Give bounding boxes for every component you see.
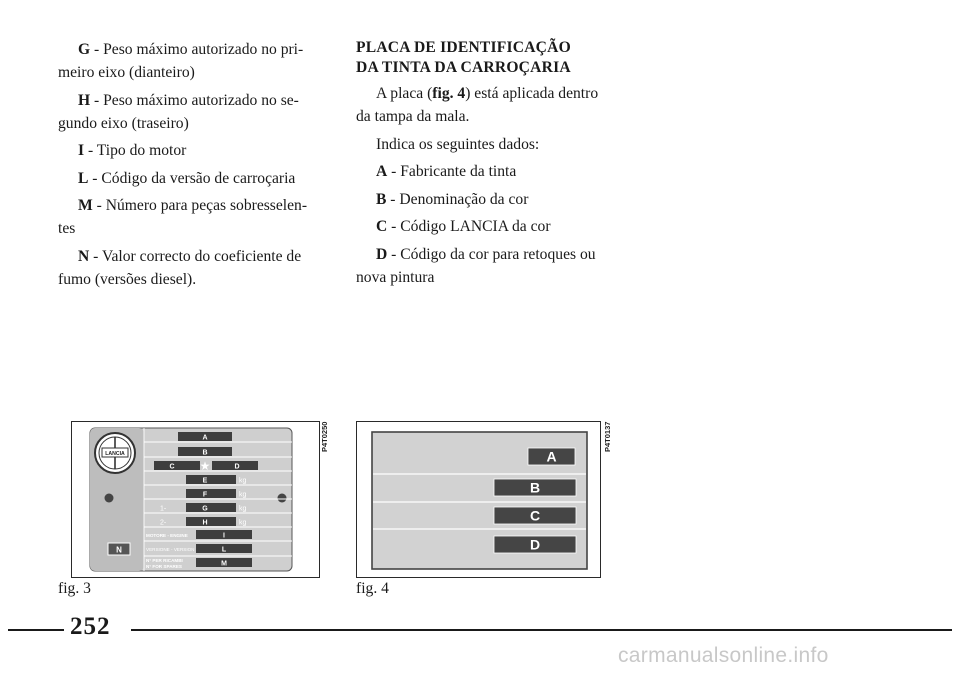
field-g-label: G	[202, 506, 208, 513]
left-text-column: G - Peso máximo autorizado no pri-meiro …	[58, 38, 320, 295]
page-number: 252	[70, 613, 111, 640]
unit-kg: kg	[239, 478, 247, 485]
fig4-reference-code: P4T0137	[603, 421, 612, 452]
watermark: carmanualsonline.info	[618, 644, 829, 667]
fig4-frame: A B C D	[356, 421, 601, 578]
field-g-box	[186, 503, 236, 512]
item-i: I - Tipo do motor	[78, 142, 187, 159]
paint-identification-plate: A B C D	[371, 431, 588, 570]
paint-field-a-label: A	[546, 449, 556, 465]
item-h: H - Peso máximo autorizado no se-gundo e…	[58, 91, 299, 132]
item-n: N - Valor correcto do coeficiente de fum…	[58, 247, 302, 288]
star-icon: ★	[200, 459, 211, 473]
unit-kg: kg	[239, 492, 247, 499]
footer-rule	[131, 629, 952, 631]
svg-text:LANCIA: LANCIA	[105, 451, 125, 457]
version-caption: VERSIONE - VERSION	[146, 547, 195, 552]
paint-field-d-box	[493, 535, 577, 554]
axle-2-label: 2-	[160, 520, 167, 527]
item-m: M - Número para peças sobresselen-tes	[58, 197, 308, 237]
field-h-label: H	[202, 520, 207, 527]
fig3-frame: LANCIA N A B C ★ D	[71, 421, 320, 578]
field-e-box	[186, 475, 236, 484]
item-g: G - Peso máximo autorizado no pri-meiro …	[58, 41, 304, 81]
spares-caption-1: N° PER RICAMBI	[146, 558, 183, 563]
field-a-box	[178, 432, 232, 441]
intro-paragraph: A placa (fig. 4) está aplicada dentro da…	[356, 85, 599, 125]
paint-field-c-label: C	[530, 508, 540, 524]
field-i-box	[196, 530, 252, 539]
field-c-label: C	[169, 464, 174, 471]
field-b-box	[178, 447, 232, 456]
field-d-box	[212, 461, 258, 470]
field-n-label: N	[116, 546, 122, 555]
field-m-box	[196, 558, 252, 567]
field-l-label: L	[222, 547, 227, 554]
figure-reference: fig. 4	[432, 85, 466, 102]
paint-field-b-label: B	[530, 480, 540, 496]
footer-rule	[8, 629, 64, 631]
item-d: D - Código da cor para retoques ou nova …	[356, 245, 596, 286]
spares-caption-2: N° FOR SPARES	[146, 564, 182, 569]
paint-plate-grid-lines	[373, 473, 586, 530]
fig3-caption: fig. 3	[58, 580, 91, 597]
axle-1-label: 1-	[160, 506, 167, 513]
item-l: L - Código da versão de carroçaria	[78, 169, 296, 187]
field-h-box	[186, 517, 236, 526]
vehicle-identification-plate: LANCIA N A B C ★ D	[89, 427, 293, 572]
field-f-box	[186, 489, 236, 498]
paint-field-c-box	[493, 506, 577, 525]
field-i-label: I	[223, 533, 225, 540]
item-c: C - Código LANCIA da cor	[376, 218, 551, 235]
paint-field-a-box	[527, 447, 576, 466]
field-n-box	[107, 542, 131, 556]
rivet-icon	[277, 493, 287, 503]
paint-field-b-box	[493, 478, 577, 497]
field-c-box	[154, 461, 200, 470]
field-a-label: A	[202, 435, 207, 442]
field-l-box	[196, 544, 252, 553]
engine-caption: MOTORE - ENGINE	[146, 533, 188, 538]
rivet-icon	[104, 493, 114, 503]
item-a: A - Fabricante da tinta	[376, 163, 517, 180]
field-e-label: E	[203, 478, 208, 485]
fig3-reference-code: P4T0250	[320, 421, 329, 452]
item-b: B - Denominação da cor	[376, 190, 529, 208]
field-b-label: B	[202, 450, 207, 457]
plate-grid-lines	[143, 428, 292, 571]
indicates-line: Indica os seguintes dados:	[376, 135, 540, 153]
field-d-label: D	[234, 464, 239, 471]
field-m-label: M	[221, 561, 227, 568]
paint-field-d-label: D	[530, 537, 540, 553]
field-f-label: F	[203, 492, 208, 499]
fig4-caption: fig. 4	[356, 580, 389, 597]
lancia-logo-icon: LANCIA	[94, 432, 136, 474]
unit-kg: kg	[239, 506, 247, 513]
unit-kg: kg	[239, 520, 247, 527]
